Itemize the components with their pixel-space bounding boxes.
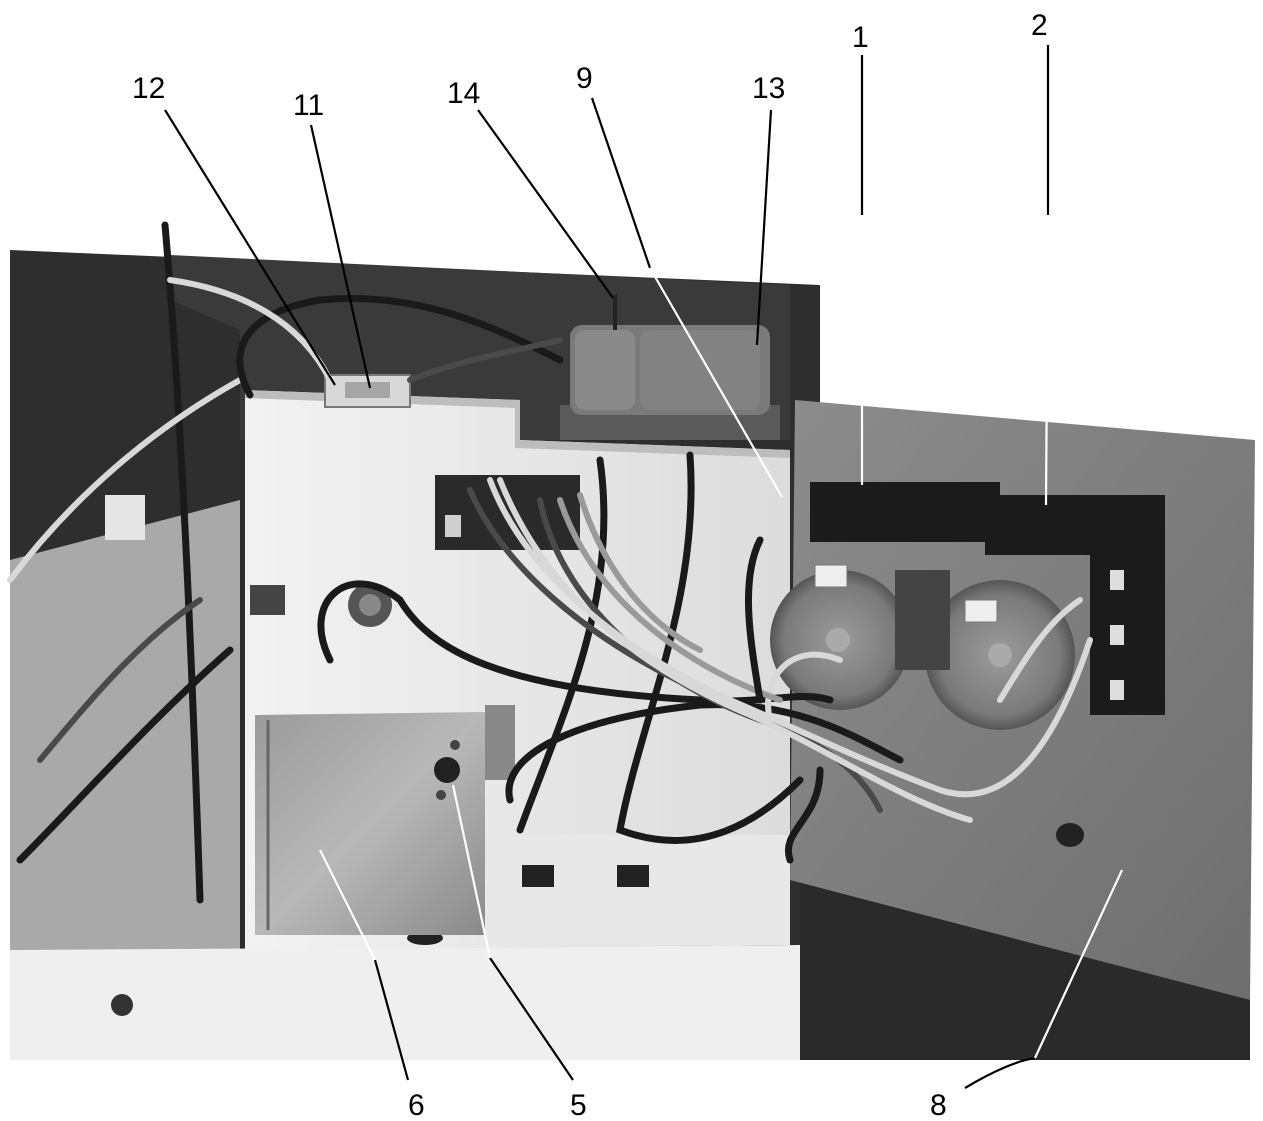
leader-8-black xyxy=(964,1056,1036,1089)
transformer-coil-left xyxy=(575,330,635,410)
callout-2: 2 xyxy=(1031,9,1048,42)
leader-6-white xyxy=(319,849,376,961)
transformer-coil-right xyxy=(640,330,760,410)
timer-2-connector xyxy=(964,599,998,623)
panel-hole xyxy=(1056,823,1084,847)
callout-14: 14 xyxy=(447,77,480,110)
timer-tab-2 xyxy=(1110,625,1124,645)
callout-11: 11 xyxy=(293,89,324,122)
leader-13 xyxy=(755,109,773,346)
plate-side-bracket xyxy=(485,705,515,780)
fuse-body xyxy=(345,382,390,398)
timer-1-hub xyxy=(826,628,850,652)
timer-tab-3 xyxy=(1110,680,1124,700)
leader-8-white xyxy=(1034,869,1123,1059)
leader-9-white xyxy=(649,267,783,498)
floor-slot-2 xyxy=(617,865,649,887)
leader-11 xyxy=(309,124,372,389)
leader-9-black xyxy=(590,97,652,269)
cabinet-floor xyxy=(10,945,800,1060)
switch-screw-top xyxy=(450,740,460,750)
left-bracket xyxy=(105,495,145,540)
timer-stack xyxy=(1090,540,1165,715)
callout-6: 6 xyxy=(408,1089,425,1121)
timer-2-hub xyxy=(988,643,1012,667)
left-cable-bundle xyxy=(37,597,203,763)
switch-screw-bottom xyxy=(436,790,446,800)
box-clip-1 xyxy=(250,585,285,615)
callout-5: 5 xyxy=(570,1089,587,1121)
callout-8: 8 xyxy=(930,1089,947,1121)
control-box-floor xyxy=(485,835,790,945)
metal-cover-plate xyxy=(255,712,485,935)
leader-12 xyxy=(164,109,336,386)
timer-1-connector xyxy=(814,564,848,588)
leader-lines xyxy=(164,45,1123,1089)
timer-tab-1 xyxy=(1110,570,1124,590)
leader-6-black xyxy=(373,959,410,1081)
left-thick-cable xyxy=(161,221,204,904)
callout-12: 12 xyxy=(132,72,165,105)
cabinet-screw xyxy=(111,994,133,1016)
floor-slot-1 xyxy=(522,865,554,887)
control-box-top-lip xyxy=(245,390,790,458)
callout-1: 1 xyxy=(852,21,869,54)
timer-1-housing xyxy=(810,482,1000,542)
left-wall xyxy=(10,500,240,960)
grommet-hole xyxy=(359,594,381,616)
timer-1-gear-block xyxy=(895,570,950,670)
wire-harness xyxy=(167,277,1093,864)
callout-13: 13 xyxy=(752,72,785,105)
switch-knob xyxy=(434,757,460,783)
leader-5-black xyxy=(489,957,574,1081)
photo xyxy=(7,221,1255,1060)
callout-labels: 12 11 14 9 13 1 2 6 5 8 xyxy=(132,9,1048,1121)
terminal-screw xyxy=(445,515,461,537)
callout-9: 9 xyxy=(576,62,593,95)
left-white-wire xyxy=(7,377,243,583)
leader-2-white xyxy=(1044,214,1050,506)
leader-5-white xyxy=(451,784,492,959)
leader-14 xyxy=(477,109,614,299)
left-cable-bundle-2 xyxy=(16,646,234,864)
